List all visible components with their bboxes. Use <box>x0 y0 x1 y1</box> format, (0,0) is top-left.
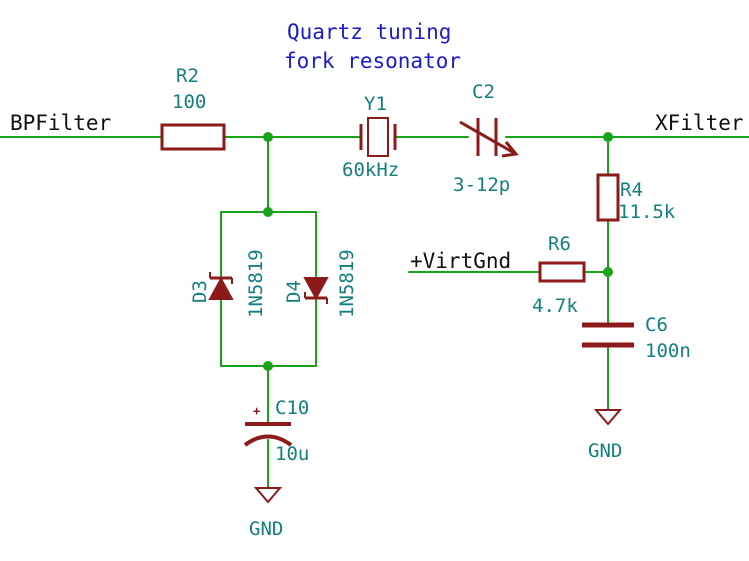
y1-body <box>367 117 389 157</box>
variable-capacitor-c2: C2 3-12p <box>453 81 519 196</box>
junction-dot <box>263 361 273 371</box>
r6-value: 4.7k <box>532 295 578 317</box>
d3-value: 1N5819 <box>245 249 267 318</box>
junction-dot <box>603 267 613 277</box>
net-label-output: XFilter <box>655 111 744 135</box>
junctions <box>263 132 613 371</box>
gnd-symbol-left: GND <box>249 487 283 540</box>
y1-value: 60kHz <box>342 159 399 181</box>
y1-ref: Y1 <box>364 93 387 115</box>
gnd-left-label: GND <box>249 518 283 540</box>
junction-dot <box>263 207 273 217</box>
resistor-r2: R2 100 <box>160 65 226 151</box>
c2-arrow-shaft <box>459 120 517 156</box>
net-label-input: BPFilter <box>10 111 111 135</box>
capacitor-c6: C6 100n <box>582 314 691 362</box>
c10-ref: C10 <box>275 397 309 419</box>
d4-triangle <box>303 277 329 301</box>
d3-triangle <box>208 276 234 300</box>
c2-ref: C2 <box>472 81 495 103</box>
c10-value: 10u <box>275 443 309 465</box>
c10-plate-curved <box>243 434 293 447</box>
polarized-capacitor-c10: + C10 10u <box>243 397 309 465</box>
c2-arrow-head <box>501 141 519 158</box>
ground-icon <box>253 487 283 504</box>
r4-ref: R4 <box>620 179 643 201</box>
junction-dot <box>263 132 273 142</box>
resistor-r6: R6 4.7k <box>532 233 586 317</box>
r6-ref: R6 <box>548 233 571 255</box>
c2-value: 3-12p <box>453 174 510 196</box>
r4-value: 11.5k <box>618 201 676 223</box>
d4-value: 1N5819 <box>336 249 358 318</box>
c10-polarity: + <box>253 404 260 418</box>
diode-d3: D3 1N5819 <box>189 249 267 318</box>
gnd-right-label: GND <box>588 440 622 462</box>
d3-ref: D3 <box>189 280 211 303</box>
resistor-r4-body <box>596 173 620 222</box>
note-line-1: Quartz tuning <box>287 20 451 44</box>
net-label-virtgnd: +VirtGnd <box>410 249 511 273</box>
resistor-r2-body <box>160 123 226 151</box>
r2-ref: R2 <box>176 65 199 87</box>
resistor-r4: R4 11.5k <box>596 173 676 223</box>
gnd-symbol-right: GND <box>588 409 623 462</box>
resistor-r6-body <box>538 261 586 283</box>
r2-value: 100 <box>172 91 206 113</box>
ground-icon <box>593 409 623 426</box>
diode-d4: D4 1N5819 <box>283 249 358 318</box>
junction-dot <box>603 132 613 142</box>
d4-ref: D4 <box>283 280 305 303</box>
crystal-y1: Y1 60kHz <box>342 93 399 181</box>
c6-value: 100n <box>645 340 691 362</box>
c6-ref: C6 <box>645 314 668 336</box>
note-line-2: fork resonator <box>284 49 461 73</box>
